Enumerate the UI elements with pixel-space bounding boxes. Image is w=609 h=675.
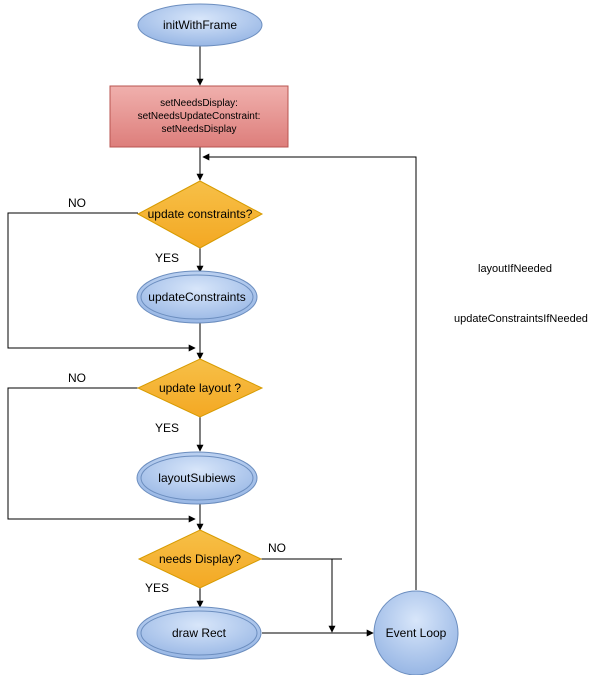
- node-update-constraints: [136, 270, 258, 324]
- edge-layout-no: [7, 387, 196, 523]
- label-set-needs-1: setNeedsDisplay:: [160, 98, 238, 109]
- node-layout-subviews: [136, 451, 258, 505]
- node-draw-rect: [136, 606, 262, 660]
- node-draw-rect-inner: [140, 610, 258, 656]
- node-init-with-frame: [137, 3, 263, 47]
- node-decision-update-layout: [136, 358, 264, 418]
- node-layout-subviews-inner: [140, 455, 254, 501]
- side-note-update-constraints-if-needed: updateConstraintsIfNeeded: [454, 313, 588, 325]
- node-decision-update-constraints: [136, 180, 264, 249]
- label-decision-update-layout: update layout ?: [159, 381, 241, 395]
- label-event-loop: Event Loop: [386, 626, 447, 640]
- label-set-needs-3: setNeedsDisplay: [161, 124, 236, 135]
- label-draw-rect: draw Rect: [172, 626, 227, 640]
- label-decision-needs-display: needs Display?: [159, 552, 241, 566]
- label-layout-yes: YES: [155, 421, 179, 435]
- label-display-yes: YES: [145, 581, 169, 595]
- label-constraints-no: NO: [68, 196, 86, 210]
- edge-display-no: [260, 558, 336, 633]
- side-note-layout-if-needed: layoutIfNeeded: [478, 263, 552, 275]
- edge-eventloop-loop-back: [202, 153, 417, 590]
- label-layout-subviews: layoutSubiews: [158, 471, 235, 485]
- edge-constraints-no: [7, 212, 196, 352]
- label-layout-no: NO: [68, 371, 86, 385]
- label-init-with-frame: initWithFrame: [163, 18, 237, 32]
- label-display-no: NO: [268, 541, 286, 555]
- node-update-constraints-inner: [140, 274, 254, 320]
- label-update-constraints: updateConstraints: [148, 290, 245, 304]
- label-set-needs-2: setNeedsUpdateConstraint:: [138, 111, 261, 122]
- label-constraints-yes: YES: [155, 251, 179, 265]
- node-event-loop: [373, 590, 459, 675]
- node-decision-needs-display: [137, 529, 263, 589]
- node-set-needs: [109, 85, 289, 148]
- label-decision-update-constraints: update constraints?: [148, 207, 253, 221]
